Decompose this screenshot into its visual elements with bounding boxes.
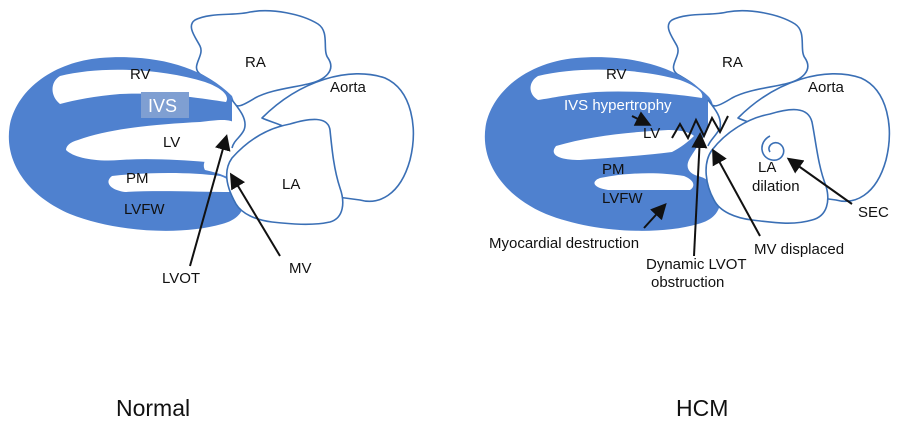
hcm-rv-label: RV bbox=[606, 66, 627, 83]
normal-la-label: LA bbox=[282, 176, 300, 193]
normal-ivs-label: IVS bbox=[148, 96, 177, 116]
hcm-la-label-1: LA bbox=[758, 159, 776, 176]
hcm-ra-shape bbox=[667, 9, 809, 107]
normal-heart bbox=[8, 9, 415, 231]
hcm-heart bbox=[484, 9, 891, 231]
normal-caption: Normal bbox=[116, 395, 190, 421]
normal-lv-cavity bbox=[66, 120, 236, 162]
normal-pm-label: PM bbox=[126, 170, 149, 187]
hcm-mv-displaced-label: MV displaced bbox=[754, 241, 844, 258]
normal-lvot-label: LVOT bbox=[162, 270, 200, 287]
hcm-sec-swirl bbox=[761, 135, 785, 161]
normal-lv-label: LV bbox=[163, 134, 180, 151]
normal-aorta-label: Aorta bbox=[330, 79, 367, 96]
hcm-zigzag bbox=[671, 115, 729, 141]
normal-rv-label: RV bbox=[130, 66, 151, 83]
normal-lvot-arrow bbox=[189, 134, 231, 267]
hcm-rv-cavity bbox=[530, 69, 703, 100]
normal-mv-label: MV bbox=[289, 260, 312, 277]
normal-ivs-box bbox=[141, 92, 189, 118]
hcm-pm-label: PM bbox=[602, 161, 625, 178]
hcm-mv-arrow bbox=[712, 148, 761, 237]
hcm-ra-label: RA bbox=[722, 54, 743, 71]
hcm-pm-gap bbox=[594, 173, 694, 190]
normal-ra-label: RA bbox=[245, 54, 266, 71]
hcm-dynamic-label-2: obstruction bbox=[651, 274, 724, 291]
normal-valve-outline bbox=[231, 99, 246, 149]
normal-lvfw-label: LVFW bbox=[124, 201, 165, 218]
hcm-dynamic-arrow bbox=[691, 132, 708, 257]
hcm-sec-arrow bbox=[786, 157, 853, 205]
normal-la-shape bbox=[225, 118, 344, 226]
hcm-ivs-label: IVS hypertrophy bbox=[564, 97, 672, 114]
hcm-lv-label: LV bbox=[643, 125, 660, 142]
hcm-sec-label: SEC bbox=[858, 204, 889, 221]
hcm-aorta-label: Aorta bbox=[808, 79, 845, 96]
hcm-lv-cavity bbox=[553, 130, 694, 160]
normal-ra-shape bbox=[190, 9, 332, 107]
hcm-caption: HCM bbox=[676, 395, 728, 421]
hcm-dynamic-label-1: Dynamic LVOT bbox=[646, 256, 747, 273]
hcm-myocardial-arrow bbox=[643, 203, 667, 229]
hcm-ivs-arrow bbox=[631, 111, 652, 126]
hcm-myocardial-label: Myocardial destruction bbox=[489, 235, 639, 252]
normal-mv-arrow bbox=[229, 172, 281, 257]
hcm-lvfw-label: LVFW bbox=[602, 190, 643, 207]
hcm-la-label-2: dilation bbox=[752, 178, 800, 195]
normal-pm-gap bbox=[108, 173, 234, 192]
